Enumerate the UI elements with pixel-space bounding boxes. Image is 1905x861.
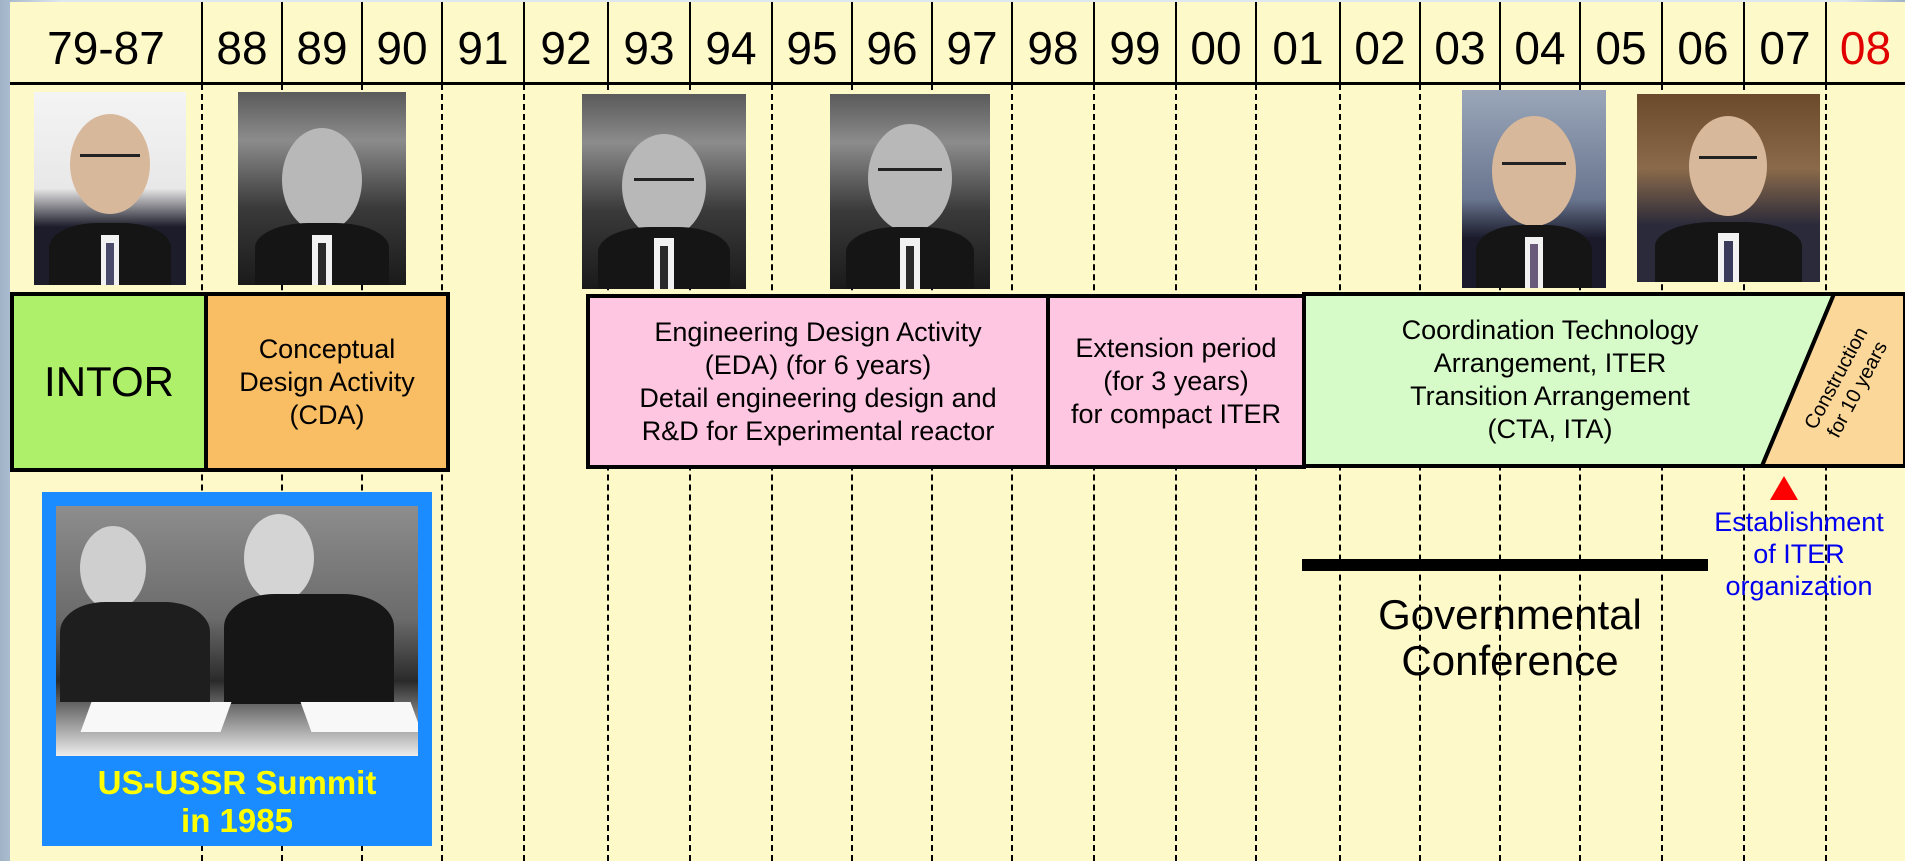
year-08: 08: [1826, 2, 1905, 82]
year-separator: [689, 2, 691, 82]
year-gridline: [1255, 84, 1257, 861]
phase-cta-line1: Coordination Technology: [1320, 314, 1780, 347]
portrait-photo-6: [1637, 94, 1820, 282]
phase-eda-line1: Engineering Design Activity: [654, 316, 981, 349]
year-separator: [1011, 2, 1013, 82]
summit-caption-line1: US-USSR Summit: [42, 764, 432, 802]
phase-cta-line4: (CTA, ITA): [1320, 413, 1780, 446]
year-01: 01: [1256, 2, 1340, 82]
milestone-line1: Establishment: [1694, 506, 1904, 538]
year-separator: [607, 2, 609, 82]
year-95: 95: [772, 2, 852, 82]
year-separator: [1419, 2, 1421, 82]
year-98: 98: [1012, 2, 1094, 82]
year-separator: [1825, 2, 1827, 82]
year-separator: [1255, 2, 1257, 82]
year-07: 07: [1744, 2, 1826, 82]
summit-photo: [56, 506, 418, 756]
phase-cta-line2: Arrangement, ITER: [1320, 347, 1780, 380]
year-separator: [361, 2, 363, 82]
year-91: 91: [442, 2, 524, 82]
year-88: 88: [202, 2, 282, 82]
year-02: 02: [1340, 2, 1420, 82]
year-96: 96: [852, 2, 932, 82]
year-00: 00: [1176, 2, 1256, 82]
phase-eda-line3: Detail engineering design and: [639, 382, 996, 415]
summit-caption-line2: in 1985: [42, 802, 432, 840]
year-79-87: 79-87: [10, 2, 202, 82]
governmental-line2: Conference: [1340, 638, 1680, 684]
portrait-photo-5: [1462, 90, 1606, 288]
portrait-photo-4: [830, 94, 990, 289]
phase-cda-line2: Design Activity: [239, 366, 415, 399]
phase-cda-line1: Conceptual: [259, 333, 396, 366]
year-separator: [281, 2, 283, 82]
year-separator: [931, 2, 933, 82]
milestone-line3: organization: [1694, 570, 1904, 602]
summit-caption: US-USSR Summit in 1985: [42, 764, 432, 840]
year-05: 05: [1580, 2, 1662, 82]
year-gridline: [1093, 84, 1095, 861]
phase-cta-text: Coordination Technology Arrangement, ITE…: [1320, 314, 1780, 446]
year-gridline: [1011, 84, 1013, 861]
year-separator: [1661, 2, 1663, 82]
phase-extension-line2: (for 3 years): [1103, 365, 1249, 398]
phase-intor: INTOR: [10, 292, 208, 472]
milestone-label: Establishment of ITER organization: [1694, 506, 1904, 602]
governmental-conference-bar: [1302, 559, 1708, 571]
year-92: 92: [524, 2, 608, 82]
year-separator: [1743, 2, 1745, 82]
year-gridline: [441, 84, 443, 861]
governmental-conference-label: Governmental Conference: [1340, 592, 1680, 684]
phase-extension-line3: for compact ITER: [1071, 398, 1281, 431]
portrait-photo-2: [238, 92, 406, 285]
portrait-photo-1: [34, 92, 186, 285]
phase-intor-label: INTOR: [44, 358, 174, 406]
year-separator: [1339, 2, 1341, 82]
year-99: 99: [1094, 2, 1176, 82]
year-90: 90: [362, 2, 442, 82]
phase-extension-line1: Extension period: [1075, 332, 1276, 365]
phase-eda: Engineering Design Activity (EDA) (for 6…: [586, 294, 1050, 469]
year-separator: [851, 2, 853, 82]
year-03: 03: [1420, 2, 1500, 82]
governmental-line1: Governmental: [1340, 592, 1680, 638]
year-04: 04: [1500, 2, 1580, 82]
year-gridline: [771, 84, 773, 861]
summit-panel: US-USSR Summit in 1985: [42, 492, 432, 846]
year-separator: [771, 2, 773, 82]
phase-eda-line2: (EDA) (for 6 years): [705, 349, 932, 382]
phase-extension: Extension period (for 3 years) for compa…: [1046, 294, 1306, 469]
phase-cda: Conceptual Design Activity (CDA): [204, 292, 450, 472]
year-93: 93: [608, 2, 690, 82]
milestone-marker-icon: [1770, 476, 1798, 500]
year-separator: [1093, 2, 1095, 82]
year-89: 89: [282, 2, 362, 82]
year-gridline: [523, 84, 525, 861]
year-separator: [1175, 2, 1177, 82]
phase-cta-line3: Transition Arrangement: [1320, 380, 1780, 413]
year-gridline: [1175, 84, 1177, 861]
year-94: 94: [690, 2, 772, 82]
portrait-photo-3: [582, 94, 746, 289]
year-06: 06: [1662, 2, 1744, 82]
year-separator: [201, 2, 203, 82]
year-separator: [1499, 2, 1501, 82]
phase-cda-line3: (CDA): [290, 399, 365, 432]
year-separator: [1579, 2, 1581, 82]
milestone-line2: of ITER: [1694, 538, 1904, 570]
year-separator: [523, 2, 525, 82]
year-separator: [441, 2, 443, 82]
year-97: 97: [932, 2, 1012, 82]
phase-eda-line4: R&D for Experimental reactor: [642, 415, 995, 448]
